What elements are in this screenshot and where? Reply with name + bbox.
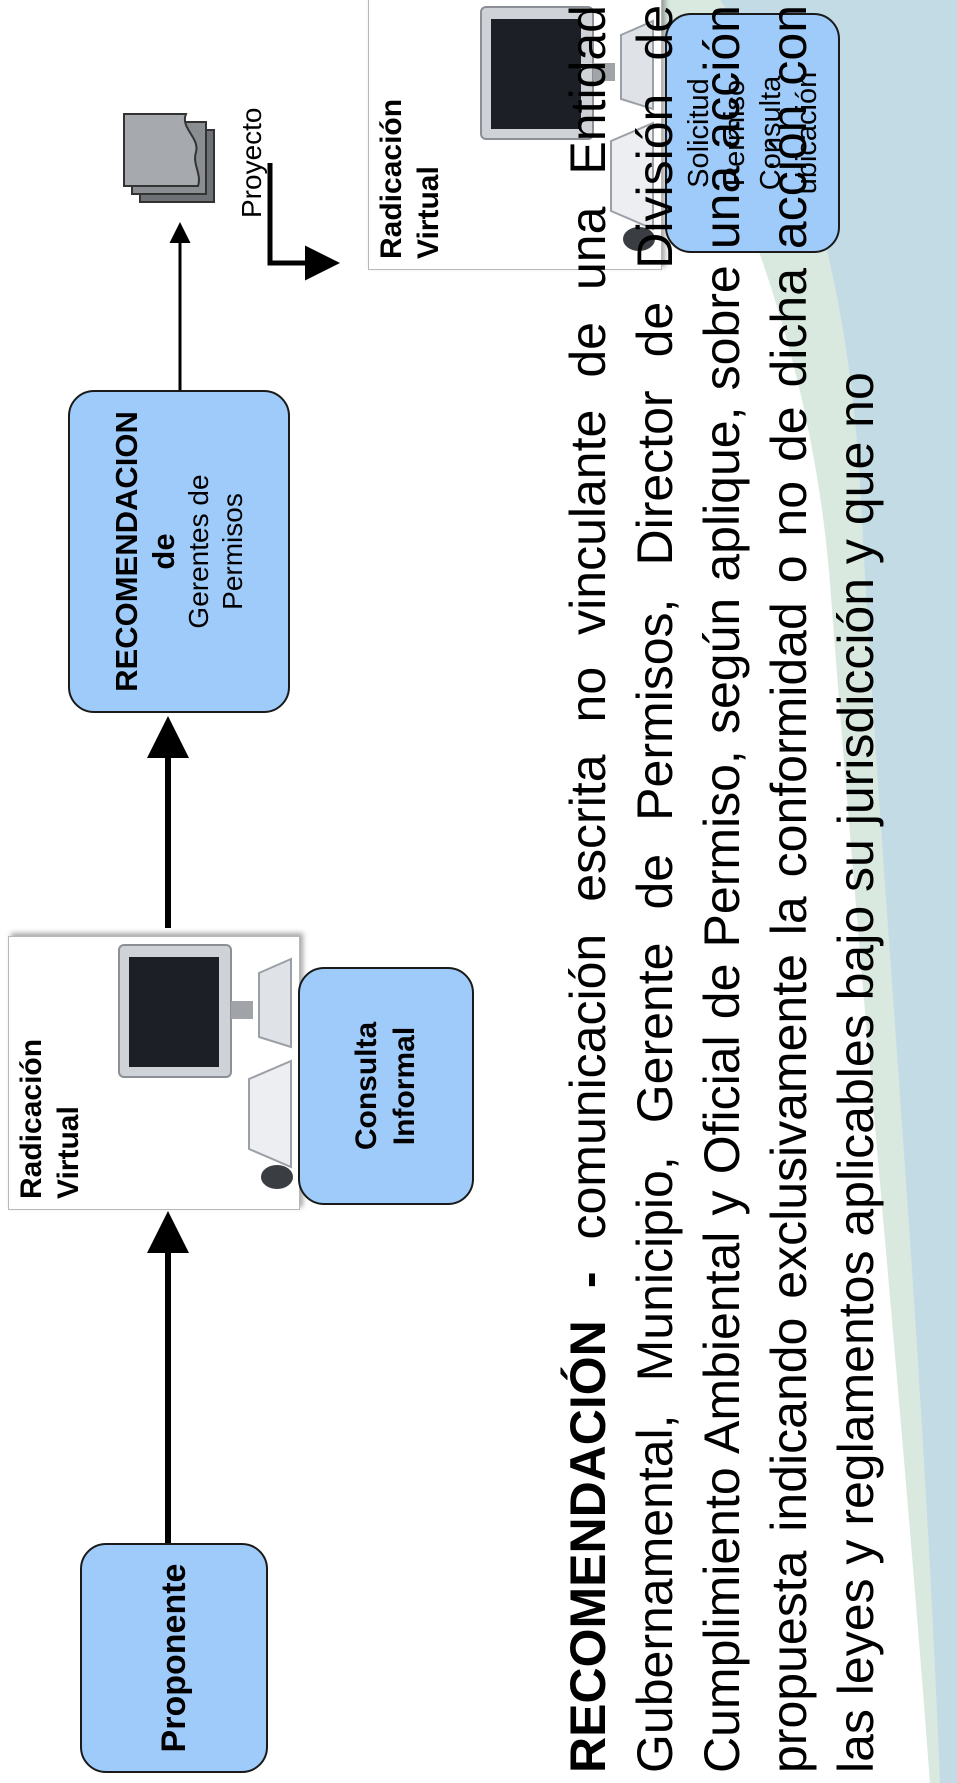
recomendacion-subtitle: Gerentes de Permisos	[183, 474, 248, 629]
definition-separator: -	[560, 1239, 616, 1321]
arrow-proyecto-to-radicacion	[267, 163, 340, 281]
computer-icon	[118, 944, 293, 1189]
definition-term: RECOMENDACIÓN	[560, 1320, 616, 1773]
recomendacion-box: RECOMENDACION de Gerentes de Permisos	[68, 390, 290, 713]
radicacion-virtual-label-1: Radicación Virtual	[15, 1038, 85, 1199]
proyecto-label: Proyecto	[236, 107, 267, 219]
proponente-label: Proponente	[154, 1563, 193, 1753]
proponente-box: Proponente	[80, 1543, 268, 1773]
document-stack-icon	[123, 113, 215, 203]
consulta-informal-label: Consulta Informal	[350, 1021, 421, 1151]
consulta-informal-box: Consulta Informal	[298, 967, 474, 1205]
radicacion-virtual-label-2: Radicación Virtual	[375, 98, 445, 259]
flow-arrows	[147, 163, 340, 1543]
radicacion-virtual-card-1: Radicación Virtual	[8, 936, 300, 1210]
recomendacion-connector: de	[146, 533, 181, 570]
recomendacion-title: RECOMENDACION	[109, 411, 144, 692]
computer-icon	[480, 6, 655, 251]
recomendacion-definition: RECOMENDACIÓN - comunicación escrita no …	[555, 5, 890, 1773]
radicacion-virtual-card-2: Radicación Virtual	[368, 0, 662, 270]
